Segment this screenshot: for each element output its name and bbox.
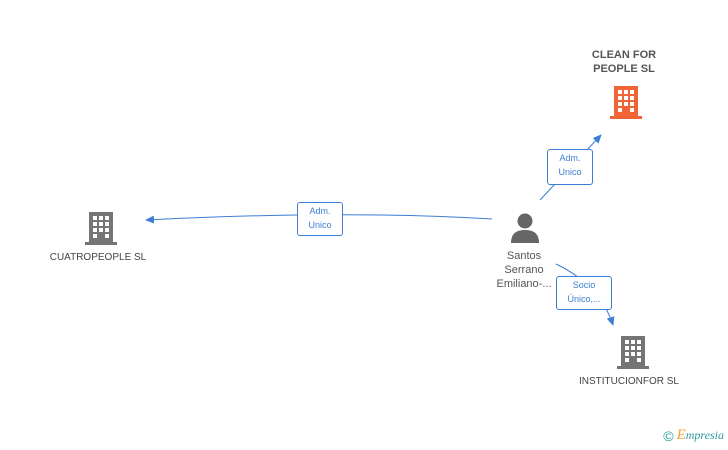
- empresia-logo: © Empresia: [663, 427, 724, 444]
- person-label[interactable]: Santos Serrano Emiliano-...: [496, 250, 552, 290]
- brand-name: Empresia: [676, 427, 724, 443]
- clean-for-people-label[interactable]: CLEAN FOR PEOPLE SL: [591, 49, 657, 75]
- copyright-symbol: ©: [663, 427, 674, 444]
- building-icon[interactable]: [617, 334, 649, 370]
- institucionfor-label[interactable]: INSTITUCIONFOR SL: [578, 376, 679, 387]
- edge-label-adm-unico[interactable]: Adm. Unico: [297, 202, 343, 236]
- building-icon[interactable]: [85, 210, 117, 246]
- edge-label-socio-unico[interactable]: Socio Único,...: [556, 276, 612, 310]
- person-icon[interactable]: [510, 212, 540, 244]
- building-icon[interactable]: [610, 84, 642, 120]
- edge-label-adm-unico[interactable]: Adm. Unico: [547, 149, 593, 185]
- cuatropeople-label[interactable]: CUATROPEOPLE SL: [49, 252, 147, 263]
